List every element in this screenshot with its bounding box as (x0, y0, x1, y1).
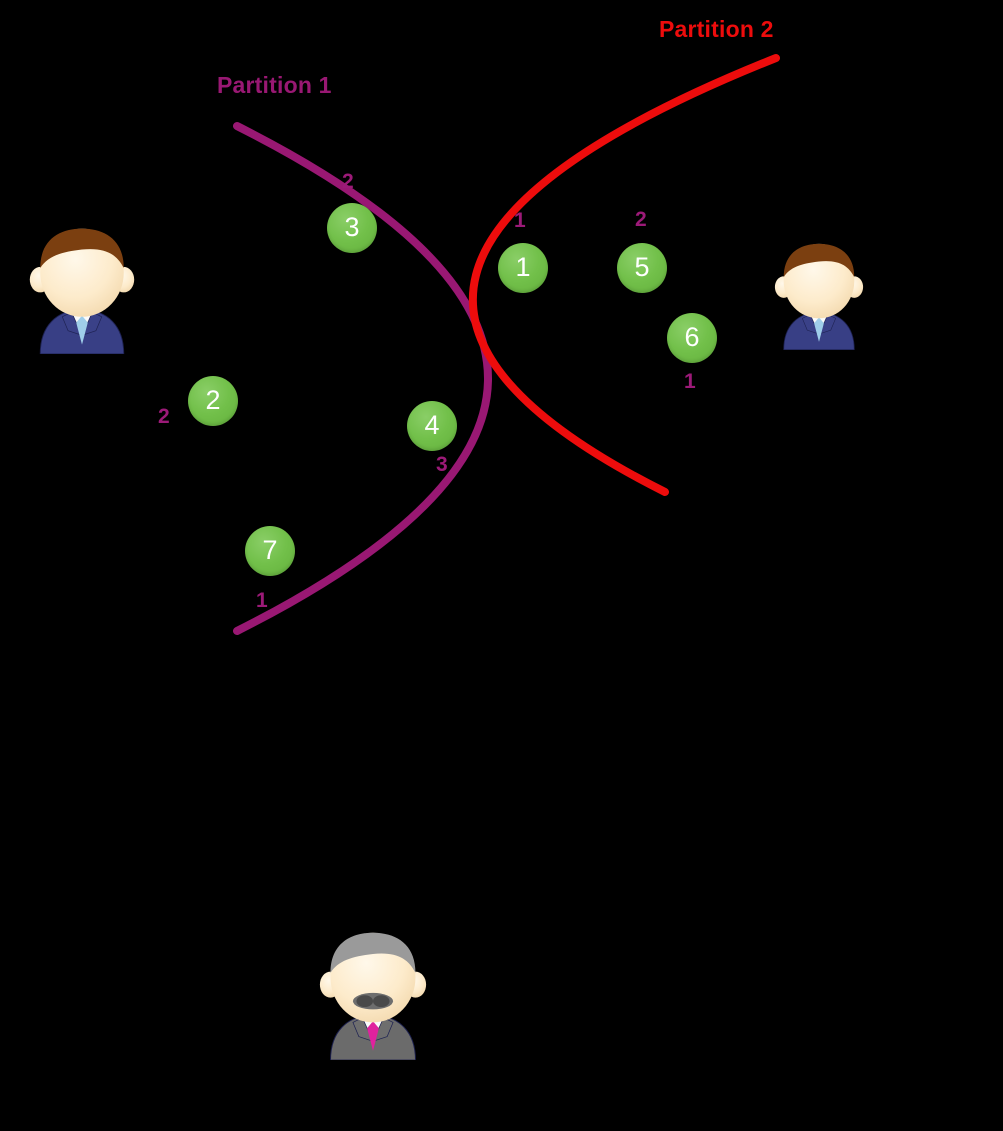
admin-avatar-bottom[interactable] (314, 928, 432, 1065)
graph-node-5[interactable]: 5 (617, 243, 667, 293)
partition-1-arc (233, 122, 492, 635)
graph-node-label: 2 (205, 384, 221, 415)
graph-node-3[interactable]: 3 (327, 203, 377, 253)
node-weight-label-2: 2 (158, 405, 170, 428)
node-weight-label-4: 3 (436, 453, 448, 476)
graph-node-label: 4 (424, 409, 440, 440)
node-weight-label-3: 2 (342, 170, 354, 193)
graph-node-label: 7 (262, 534, 278, 565)
graph-node-label: 5 (634, 251, 650, 282)
avatar-graphic (319, 932, 427, 1061)
node-weight-label-1: 1 (514, 209, 526, 232)
partition-2-arc (468, 54, 780, 496)
graph-node-4[interactable]: 4 (407, 401, 457, 451)
graph-node-label: 1 (515, 251, 531, 282)
node-weight-label-6: 1 (684, 370, 696, 393)
avatar-graphic (774, 243, 864, 351)
user-avatar-right[interactable] (770, 240, 868, 355)
graph-node-2[interactable]: 2 (188, 376, 238, 426)
graph-node-1[interactable]: 1 (498, 243, 548, 293)
graph-node-7[interactable]: 7 (245, 526, 295, 576)
user-avatar-left[interactable] (24, 224, 140, 359)
avatar-graphic (29, 228, 135, 355)
graph-node-6[interactable]: 6 (667, 313, 717, 363)
node-weight-label-7: 1 (256, 589, 268, 612)
partition-2-title: Partition 2 (659, 16, 774, 42)
graph-node-label: 3 (344, 211, 360, 242)
node-weight-label-5: 2 (635, 208, 647, 231)
graph-node-label: 6 (684, 321, 700, 352)
partition-1-title: Partition 1 (217, 72, 332, 98)
